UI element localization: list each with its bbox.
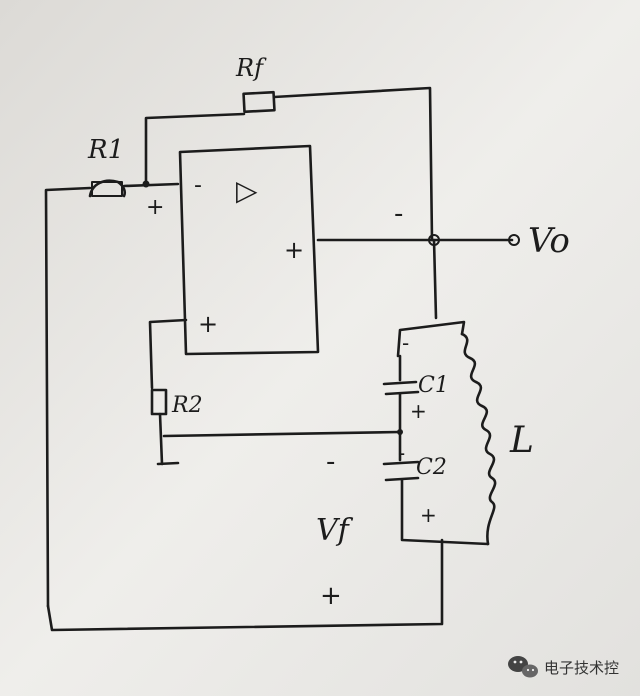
c1-plate-top xyxy=(382,380,418,386)
watermark: 电子技术控 xyxy=(508,656,619,678)
vf-return-wire xyxy=(46,538,444,632)
r1-to-opamp-wire xyxy=(122,182,180,188)
opamp-body xyxy=(178,144,320,356)
c1-minus-sign: - xyxy=(402,331,409,355)
c2-label: C2 xyxy=(416,455,447,480)
r1-label: R1 xyxy=(87,135,124,165)
vo-label: Vo xyxy=(528,221,570,261)
opamp-symbol: ▷ xyxy=(236,174,258,207)
opamp-inverting-sign: - xyxy=(194,173,202,198)
opamp-noninverting-sign: + xyxy=(198,310,218,338)
mid-minus-sign: - xyxy=(326,447,335,477)
vf-label: Vf xyxy=(316,513,354,548)
r2-label: R2 xyxy=(171,393,203,418)
rf-left-wire xyxy=(144,112,246,186)
inductor-label: L xyxy=(509,420,534,461)
rf-resistor xyxy=(242,90,276,114)
tank-top-wire xyxy=(396,320,466,358)
output-down-wire xyxy=(432,238,438,320)
r1-node-dot xyxy=(142,180,150,188)
inductor-coil xyxy=(460,332,497,546)
wechat-icon xyxy=(508,656,538,678)
c2-plate-top xyxy=(382,460,420,466)
vo-terminal xyxy=(508,234,520,246)
vf-plus-sign: + xyxy=(320,581,342,611)
c1-plate-bottom xyxy=(384,390,420,396)
watermark-text: 电子技术控 xyxy=(544,659,619,677)
c1-c2-node xyxy=(397,429,403,435)
tank-bottom-wire xyxy=(400,478,490,546)
c1-label: C1 xyxy=(418,373,449,398)
opamp-output-sign: + xyxy=(284,236,304,264)
r1-node-plus-sign: + xyxy=(146,195,164,220)
c2-minus-sign: - xyxy=(398,441,405,465)
mid-wire xyxy=(162,430,402,438)
r2-ground-mark xyxy=(156,461,180,466)
c1-plus-sign: + xyxy=(410,399,427,423)
rf-right-wire xyxy=(272,86,434,242)
left-wire xyxy=(44,186,92,608)
noninverting-wire xyxy=(148,318,188,390)
rf-label: Rf xyxy=(235,54,267,82)
r2-down-wire xyxy=(158,412,164,466)
vo-minus-sign: - xyxy=(394,199,403,229)
c2-plus-sign: + xyxy=(420,503,437,527)
r1-resistor-box xyxy=(91,181,123,197)
